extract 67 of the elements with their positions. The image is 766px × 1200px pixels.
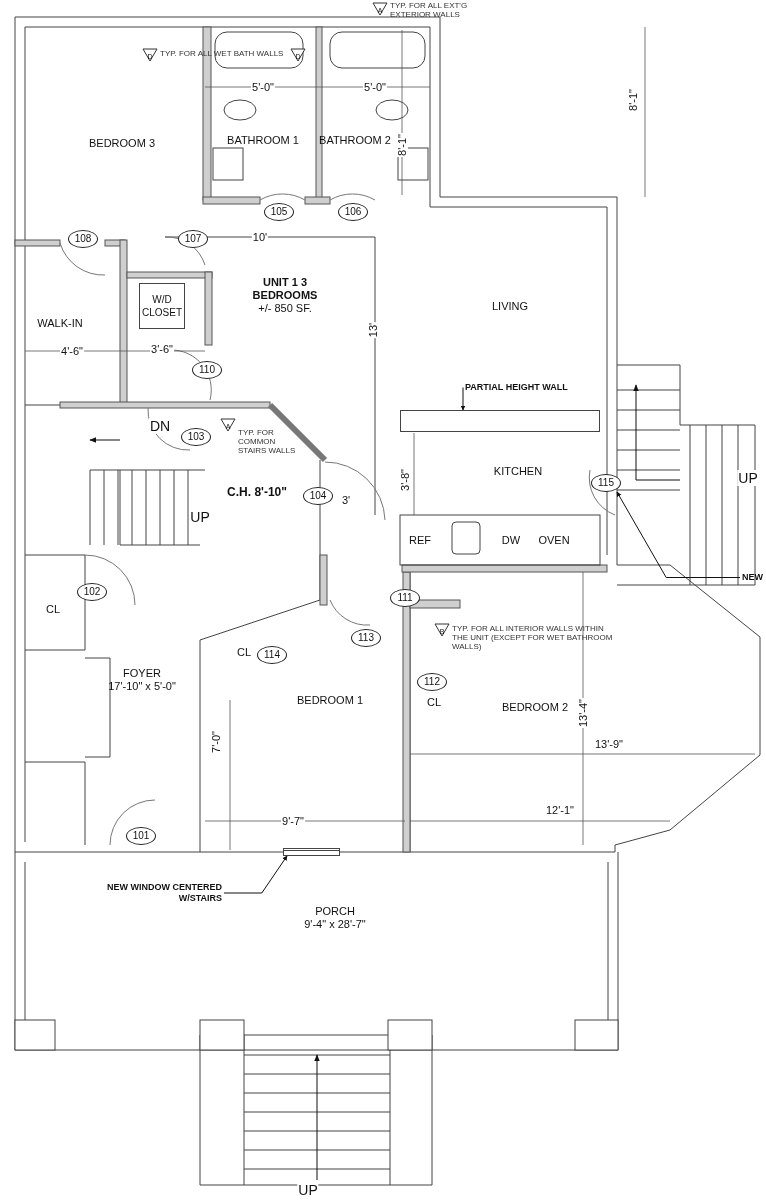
stair-direction-label: UP xyxy=(189,509,211,525)
door-tag: 112 xyxy=(417,673,447,691)
dimension-text: 7'-0" xyxy=(210,730,222,754)
note-text: NEW xyxy=(742,572,763,583)
door-tag: 106 xyxy=(338,203,368,221)
stair-direction-label: UP xyxy=(737,470,759,486)
note-text: TYP. FOR COMMON STAIRS WALLS xyxy=(238,428,297,455)
door-tag: 104 xyxy=(303,487,333,505)
dimension-text: 8'-1" xyxy=(396,133,408,157)
door-tag: 102 xyxy=(77,583,107,601)
door-tag: 110 xyxy=(192,361,222,379)
appliance-label: REF xyxy=(409,533,431,547)
leader-line xyxy=(616,491,741,578)
room-label: FOYER xyxy=(122,667,162,680)
partial-height-wall xyxy=(400,410,600,432)
door-tag: 113 xyxy=(351,629,381,647)
room-label: BEDROOM 3 xyxy=(89,136,155,150)
dimension-text: 13'-9" xyxy=(594,738,624,750)
door-tag: 101 xyxy=(126,827,156,845)
room-label: LIVING xyxy=(491,299,529,313)
dimension-text: 3' xyxy=(340,494,352,506)
dimension-text: 13' xyxy=(367,321,379,339)
room-label: BEDROOM 2 xyxy=(502,700,568,714)
dimension-text: 3'-8" xyxy=(399,468,411,492)
window xyxy=(283,848,340,856)
note-text: TYP. FOR ALL INTERIOR WALLS WITHIN THE UNIT (EXCEPT FOR WET BATHROOM WALLS) xyxy=(452,624,614,651)
room-label: BEDROOM 1 xyxy=(297,693,363,707)
appliance-label: DW xyxy=(501,533,521,547)
room-label: KITCHEN xyxy=(493,464,543,478)
note-text: TYP. FOR ALL EXT'G EXTERIOR WALLS xyxy=(390,1,469,19)
room-label: CL xyxy=(236,645,252,659)
stair-direction-label: UP xyxy=(297,1182,319,1198)
door-tag: 111 xyxy=(390,589,420,607)
door-tag: 108 xyxy=(68,230,98,248)
dimension-text: 5'-0" xyxy=(251,81,275,93)
dimension-text: 4'-6" xyxy=(60,345,84,357)
room-label: PORCH xyxy=(314,905,356,918)
dimension-text: 12'-1" xyxy=(545,804,575,816)
room-label: CL xyxy=(45,602,61,616)
door-tag: 103 xyxy=(181,428,211,446)
stair-direction-label: DN xyxy=(148,418,172,434)
leader-line xyxy=(223,855,288,894)
door-tag: 105 xyxy=(264,203,294,221)
note-text: NEW WINDOW CENTERED W/STAIRS xyxy=(102,882,222,904)
room-label: CL xyxy=(426,695,442,709)
room-label: BATHROOM 2 xyxy=(319,133,391,147)
room-dimension: 9'-4" x 28'-7" xyxy=(304,918,366,931)
dimension-text: 3'-6" xyxy=(150,343,174,355)
room-dimension: 17'-10" x 5'-0" xyxy=(108,680,176,693)
unit-heading: UNIT 1 3 BEDROOMS xyxy=(251,275,319,302)
washer-dryer-box: W/D CLOSET xyxy=(139,283,185,329)
door-tag: 107 xyxy=(178,230,208,248)
note-text: TYP. FOR ALL WET BATH WALLS xyxy=(160,49,284,58)
dimension-text: 5'-0" xyxy=(363,81,387,93)
door-tag: 114 xyxy=(257,646,287,664)
room-label: WALK-IN xyxy=(37,316,83,330)
leader-line xyxy=(460,387,466,411)
appliance-label: OVEN xyxy=(538,533,570,547)
dimension-text: 13'-4" xyxy=(577,698,589,728)
dimension-text: 10' xyxy=(251,231,269,243)
room-dimension: +/- 850 SF. xyxy=(257,301,313,315)
room-label: BATHROOM 1 xyxy=(227,133,299,147)
note-text: PARTIAL HEIGHT WALL xyxy=(465,382,568,393)
dimension-text: 8'-1" xyxy=(627,88,639,112)
dimension-text: 9'-7" xyxy=(281,815,305,827)
room-label: C.H. 8'-10" xyxy=(227,485,287,499)
door-tag: 115 xyxy=(591,474,621,492)
